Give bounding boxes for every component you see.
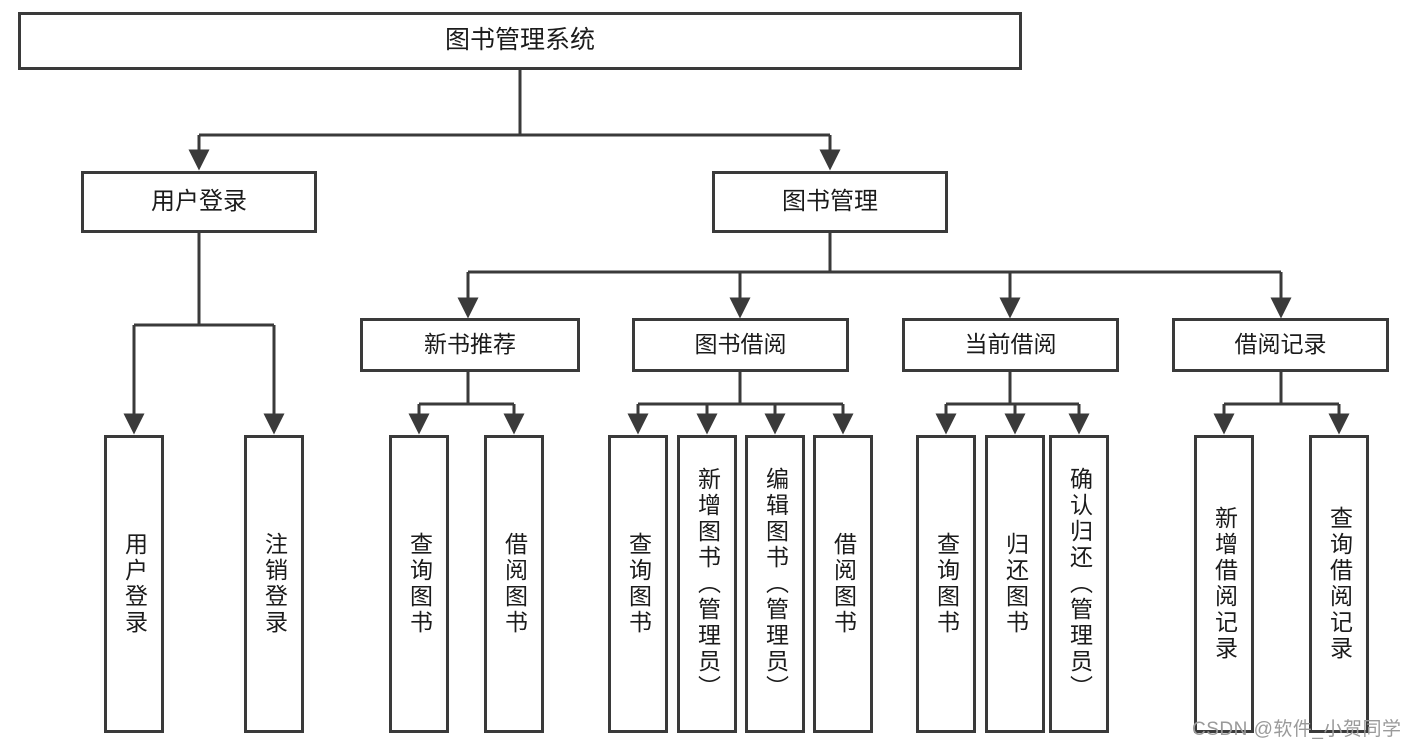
node-borrow-record[interactable]: 借阅记录 — [1172, 318, 1389, 372]
node-root-label: 图书管理系统 — [444, 26, 595, 55]
leaf-node[interactable]: 新增图书（管理员） — [677, 435, 737, 733]
node-book-management[interactable]: 图书管理 — [712, 171, 948, 233]
leaf-node-label: 借阅图书 — [501, 532, 528, 636]
node-book-borrow[interactable]: 图书借阅 — [632, 318, 849, 372]
node-book-management-label: 图书管理 — [782, 187, 878, 215]
leaf-node-label: 查询图书 — [933, 532, 960, 636]
leaf-node-label: 确认归还（管理员） — [1066, 467, 1093, 701]
leaf-node[interactable]: 确认归还（管理员） — [1049, 435, 1109, 733]
node-root[interactable]: 图书管理系统 — [18, 12, 1022, 70]
node-new-book-recommend[interactable]: 新书推荐 — [360, 318, 580, 372]
leaf-node[interactable]: 查询借阅记录 — [1309, 435, 1369, 733]
csdn-watermark: CSDN @软件_小贺同学 — [1192, 719, 1402, 740]
node-user-login[interactable]: 用户登录 — [81, 171, 317, 233]
leaf-node[interactable]: 查询图书 — [608, 435, 668, 733]
leaf-node[interactable]: 借阅图书 — [484, 435, 544, 733]
leaf-node-label: 新增图书（管理员） — [694, 467, 721, 701]
node-user-login-label: 用户登录 — [151, 187, 247, 215]
node-current-borrow[interactable]: 当前借阅 — [902, 318, 1119, 372]
leaf-node[interactable]: 查询图书 — [389, 435, 449, 733]
leaf-node-label: 查询图书 — [625, 532, 652, 636]
leaf-node[interactable]: 新增借阅记录 — [1194, 435, 1254, 733]
leaf-node-label: 归还图书 — [1002, 532, 1029, 636]
node-borrow-record-label: 借阅记录 — [1234, 331, 1327, 358]
leaf-node-label: 查询借阅记录 — [1326, 506, 1353, 662]
leaf-node[interactable]: 借阅图书 — [813, 435, 873, 733]
leaf-node-label: 借阅图书 — [830, 532, 857, 636]
leaf-node[interactable]: 注销登录 — [244, 435, 304, 733]
leaf-node-label: 用户登录 — [121, 532, 148, 636]
leaf-node-label: 新增借阅记录 — [1211, 506, 1238, 662]
leaf-node-label: 编辑图书（管理员） — [762, 467, 789, 701]
node-book-borrow-label: 图书借阅 — [694, 331, 787, 358]
node-current-borrow-label: 当前借阅 — [964, 331, 1057, 358]
leaf-node-label: 注销登录 — [261, 532, 288, 636]
leaf-node[interactable]: 归还图书 — [985, 435, 1045, 733]
leaf-node[interactable]: 用户登录 — [104, 435, 164, 733]
leaf-node[interactable]: 编辑图书（管理员） — [745, 435, 805, 733]
leaf-node-label: 查询图书 — [406, 532, 433, 636]
node-new-book-recommend-label: 新书推荐 — [424, 331, 516, 358]
leaf-node[interactable]: 查询图书 — [916, 435, 976, 733]
